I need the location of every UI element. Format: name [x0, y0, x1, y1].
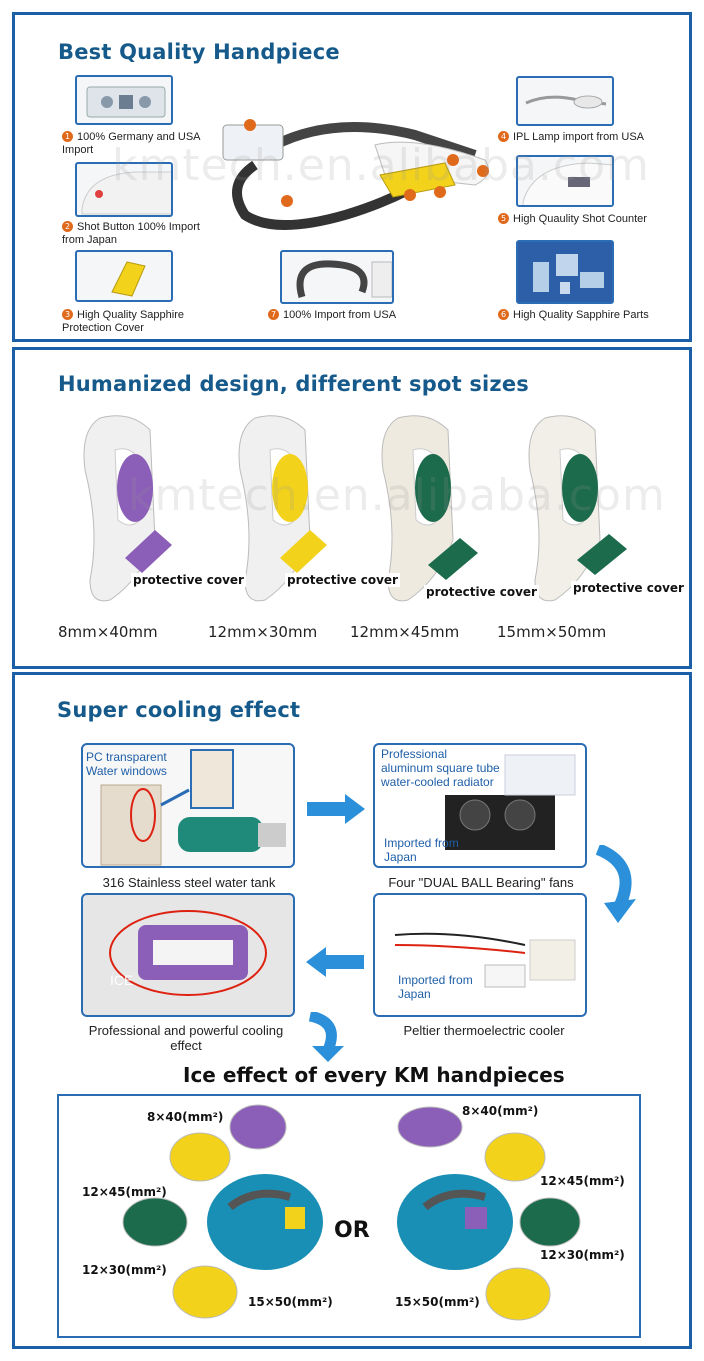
water-tank-image: [100, 749, 286, 866]
water-window-note: PC transparent Water windows: [86, 750, 167, 778]
peltier-image: [394, 932, 576, 988]
ice-effect-image: [122, 1104, 581, 1321]
spot-size-3: 12mm×45mm: [350, 623, 460, 641]
left-dim-8x40: 8×40(mm²): [147, 1110, 224, 1124]
arrow-curve-icon: [308, 1012, 344, 1062]
radiator-image: [445, 754, 576, 850]
water-tank-caption: 316 Stainless steel water tank: [102, 875, 276, 890]
badge-2: 2: [62, 221, 73, 232]
badge-5: 5: [498, 213, 509, 224]
section-title-spot-sizes: Humanized design, different spot sizes: [58, 372, 529, 396]
fans-caption: Four "DUAL BALL Bearing" fans: [388, 875, 574, 890]
handpiece-main-image: [222, 119, 489, 230]
feature-6-text: High Quality Sapphire Parts: [513, 309, 649, 321]
spot-size-2: 12mm×30mm: [208, 623, 318, 641]
sapphire-parts-image: [533, 254, 604, 294]
lamp-image: [525, 95, 607, 109]
radiator-box: [373, 743, 587, 868]
protective-cover-label-2: protective cover: [285, 573, 400, 587]
right-dim-12x30: 12×30(mm²): [540, 1248, 625, 1262]
connector-thumbnail: [75, 75, 173, 125]
protective-cover-label-4: protective cover: [571, 581, 686, 595]
peltier-caption: Peltier thermoelectric cooler: [403, 1023, 565, 1038]
arrow-left-icon: [306, 947, 364, 977]
protective-cover-label-1: protective cover: [131, 573, 246, 587]
cooling-caption: Professional and powerful cooling effect: [88, 1023, 284, 1053]
yellow-cover-image: [111, 261, 146, 297]
right-dim-8x40: 8×40(mm²): [462, 1104, 539, 1118]
connector-image: [86, 86, 166, 118]
badge-4: 4: [498, 131, 509, 142]
cable-image: [296, 260, 392, 298]
ice-box: [81, 893, 295, 1017]
ice-effect-title: Ice effect of every KM handpieces: [183, 1063, 565, 1087]
ipl-lamp-thumbnail: [516, 76, 614, 126]
badge-6: 6: [498, 309, 509, 320]
arrow-down-icon: [595, 845, 636, 923]
feature-5-text: High Quaulity Shot Counter: [513, 213, 647, 225]
feature-1-text: 100% Germany and USA Import: [62, 131, 200, 156]
feature-5: 5 High Quaulity Shot Counter: [498, 213, 668, 226]
section-title-cooling: Super cooling effect: [57, 698, 301, 722]
feature-4: 4 IPL Lamp import from USA: [498, 131, 668, 144]
radiator-note: Professional aluminum square tube water-…: [381, 747, 500, 789]
badge-1: 1: [62, 131, 73, 142]
shot-button-image: [81, 171, 171, 215]
spot-size-4: 15mm×50mm: [497, 623, 607, 641]
arrow-right-icon: [307, 794, 365, 824]
ice-image: [109, 910, 267, 996]
badge-7: 7: [268, 309, 279, 320]
left-dim-12x30: 12×30(mm²): [82, 1263, 167, 1277]
radiator-import-note: Imported from Japan: [384, 836, 459, 864]
shot-counter-thumbnail: [516, 155, 614, 207]
right-dim-12x45: 12×45(mm²): [540, 1174, 625, 1188]
sapphire-cover-thumbnail: [75, 250, 173, 302]
handpieces-lineup-image: [83, 415, 627, 602]
cable-thumbnail: [280, 250, 394, 304]
or-text: OR: [334, 1218, 370, 1243]
left-dim-15x50: 15×50(mm²): [248, 1295, 333, 1309]
shot-button-thumbnail: [75, 162, 173, 217]
feature-2-text: Shot Button 100% Import from Japan: [62, 221, 200, 246]
feature-6: 6 High Quality Sapphire Parts: [498, 309, 668, 322]
badge-3: 3: [62, 309, 73, 320]
feature-7-text: 100% Import from USA: [283, 309, 397, 321]
feature-4-text: IPL Lamp import from USA: [513, 131, 645, 143]
peltier-import-note: Imported from Japan: [398, 973, 473, 1001]
protective-cover-label-3: protective cover: [424, 585, 539, 599]
spot-size-1: 8mm×40mm: [58, 623, 158, 641]
feature-7: 7 100% Import from USA: [268, 309, 418, 322]
left-dim-12x45: 12×45(mm²): [82, 1185, 167, 1199]
peltier-box: [373, 893, 587, 1017]
counter-image: [522, 162, 612, 205]
water-tank-box: [81, 743, 295, 868]
ice-label: ICE: [110, 972, 134, 988]
right-dim-15x50: 15×50(mm²): [395, 1295, 480, 1309]
section-title-handpiece: Best Quality Handpiece: [58, 40, 340, 64]
feature-3-text: High Quality Sapphire Protection Cover: [62, 309, 185, 334]
sapphire-parts-thumbnail: [516, 240, 614, 304]
